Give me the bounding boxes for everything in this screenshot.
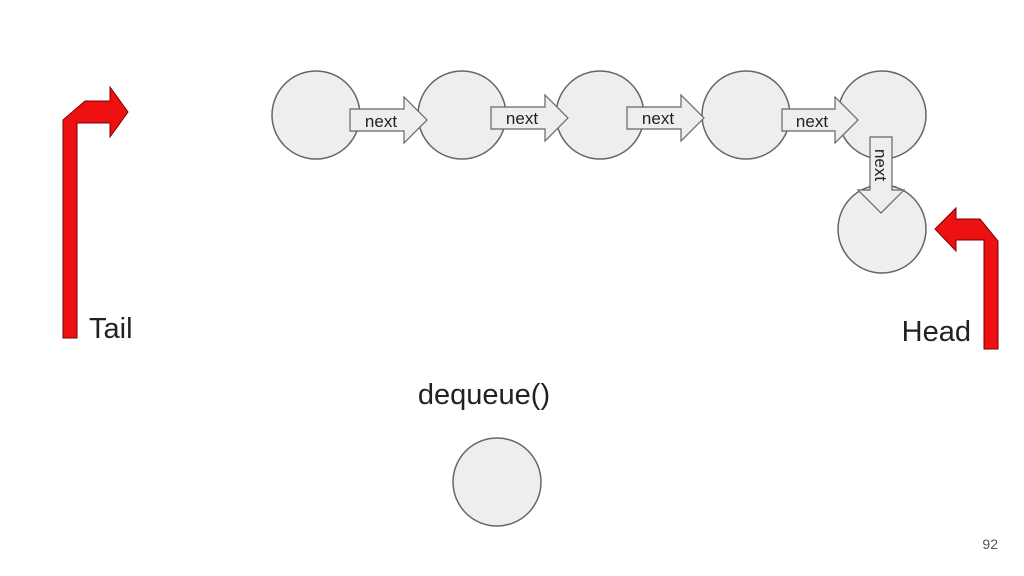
next-arrow-5: next bbox=[856, 136, 906, 214]
node-1 bbox=[271, 70, 361, 160]
tail-pointer-arrow bbox=[62, 85, 129, 339]
node-dequeued bbox=[452, 437, 542, 527]
tail-label: Tail bbox=[89, 313, 133, 345]
next-arrow-label: next bbox=[506, 109, 538, 128]
next-arrow-3: next bbox=[626, 93, 705, 143]
next-arrow-2: next bbox=[490, 93, 569, 143]
next-arrow-label: next bbox=[871, 149, 890, 181]
next-arrow-label: next bbox=[365, 112, 397, 131]
head-pointer-arrow bbox=[934, 206, 999, 350]
next-arrow-label: next bbox=[796, 112, 828, 131]
head-label: Head bbox=[902, 316, 971, 348]
operation-label: dequeue() bbox=[418, 379, 550, 411]
next-arrow-1: next bbox=[349, 95, 428, 145]
node-4 bbox=[701, 70, 791, 160]
next-arrow-4: next bbox=[781, 95, 859, 145]
next-arrow-label: next bbox=[642, 109, 674, 128]
page-number: 92 bbox=[982, 536, 998, 552]
